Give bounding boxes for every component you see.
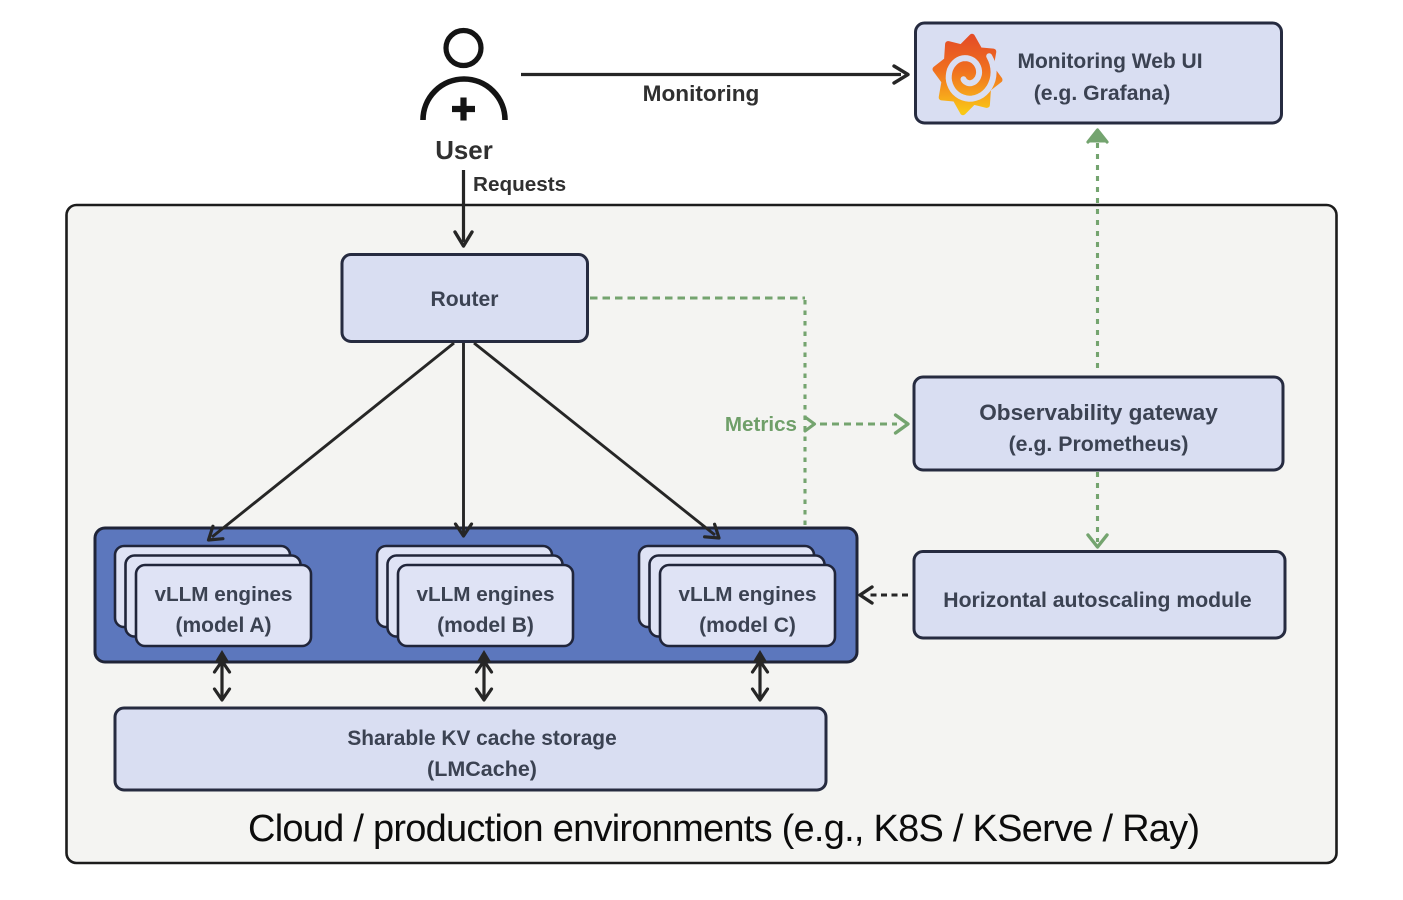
svg-text:(e.g. Prometheus): (e.g. Prometheus): [1009, 432, 1189, 456]
svg-text:(e.g. Grafana): (e.g. Grafana): [1034, 82, 1171, 105]
svg-text:(model A): (model A): [175, 614, 271, 637]
svg-text:Monitoring: Monitoring: [643, 81, 760, 106]
svg-text:vLLM engines: vLLM engines: [417, 583, 555, 606]
svg-text:Requests: Requests: [473, 173, 566, 196]
svg-text:Sharable KV cache storage: Sharable KV cache storage: [347, 727, 616, 750]
svg-text:vLLM engines: vLLM engines: [679, 583, 817, 606]
svg-text:User: User: [435, 137, 493, 165]
svg-text:Monitoring Web UI: Monitoring Web UI: [1017, 50, 1202, 73]
svg-text:(model C): (model C): [699, 614, 796, 637]
svg-text:(model B): (model B): [437, 614, 534, 637]
svg-text:Cloud / production environment: Cloud / production environments (e.g., K…: [248, 808, 1199, 850]
svg-text:Horizontal autoscaling module: Horizontal autoscaling module: [943, 589, 1252, 612]
svg-text:Observability gateway: Observability gateway: [979, 400, 1218, 425]
svg-text:Router: Router: [431, 288, 499, 311]
svg-text:vLLM engines: vLLM engines: [155, 583, 293, 606]
svg-text:Metrics: Metrics: [725, 413, 797, 436]
svg-text:(LMCache): (LMCache): [427, 757, 537, 781]
